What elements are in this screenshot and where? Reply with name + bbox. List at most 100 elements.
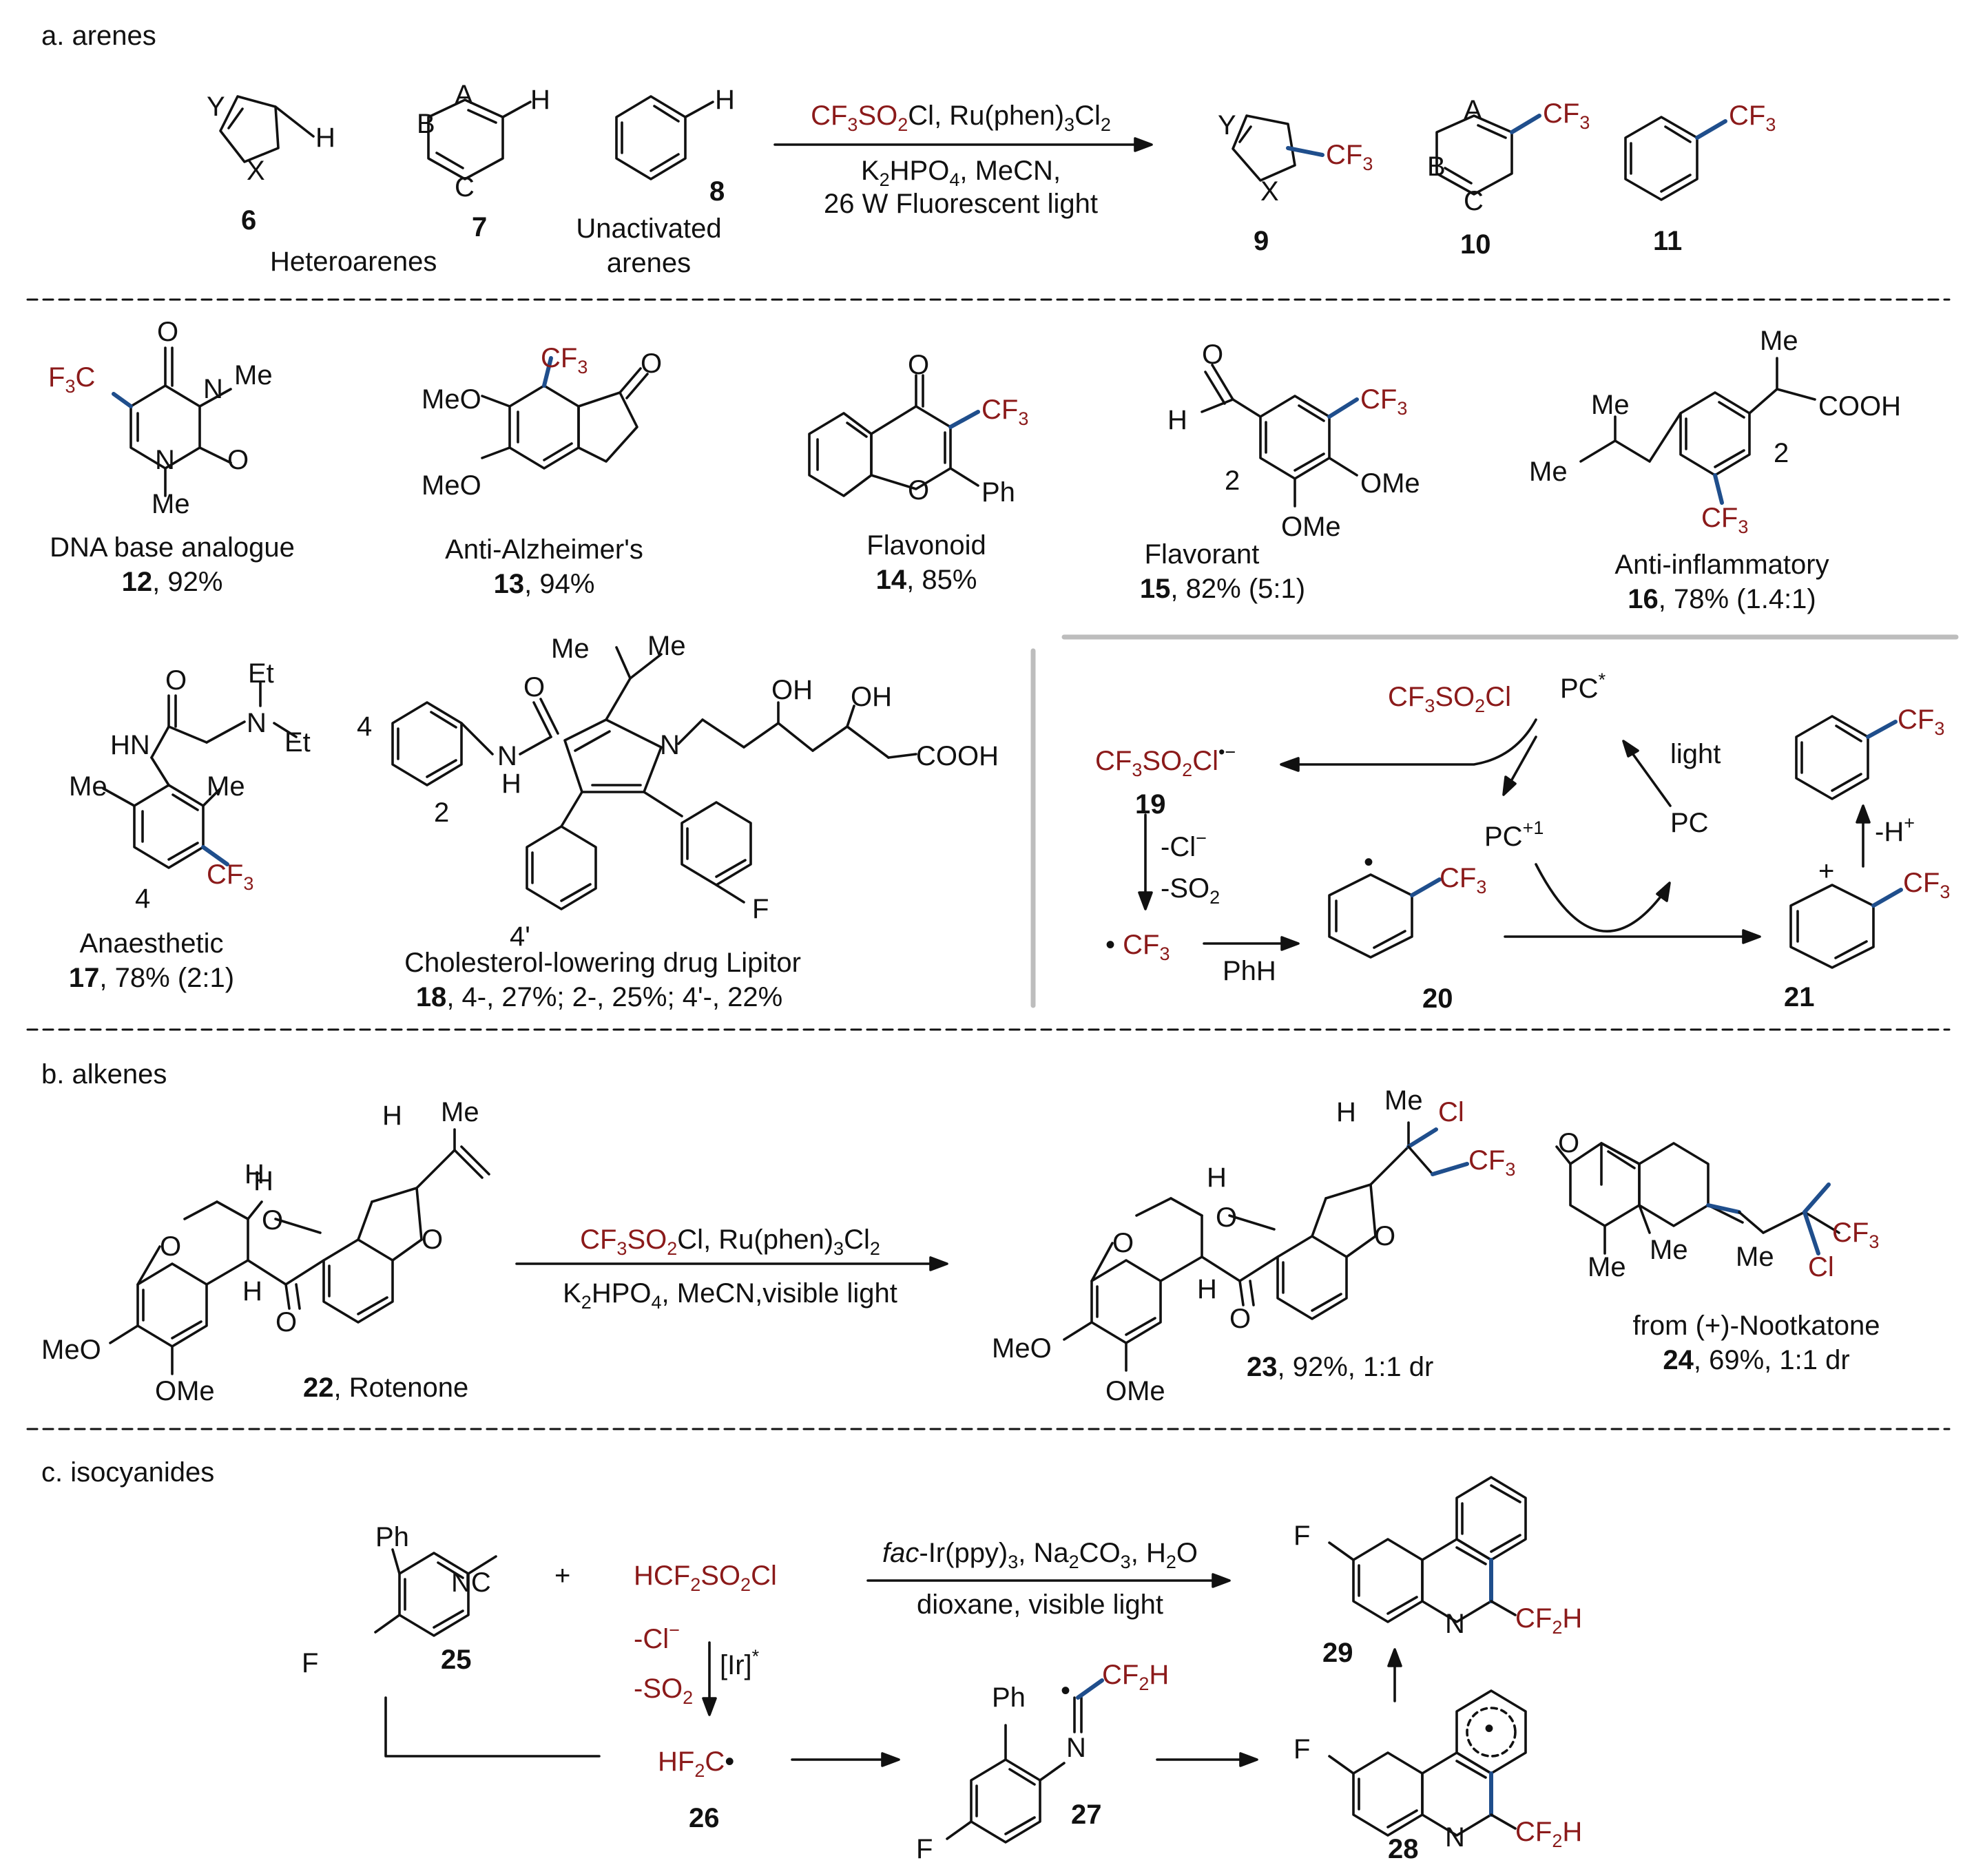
atom-label: H xyxy=(1167,405,1187,435)
position-label: 2 xyxy=(1774,438,1789,468)
atom-label: X xyxy=(1260,176,1279,207)
loss-cl: -Cl− xyxy=(1161,828,1207,862)
atom-label: O xyxy=(276,1307,298,1337)
atom-label: OMe xyxy=(155,1376,215,1406)
cf3-label: CF3 xyxy=(1360,384,1408,419)
atom-label: O xyxy=(1374,1221,1396,1251)
pc-oxidized: PC+1 xyxy=(1484,817,1544,852)
atom-label: Me xyxy=(647,631,686,661)
product-23-label: 23, 92%, 1:1 dr xyxy=(1247,1352,1434,1382)
compound-11 xyxy=(1624,116,1727,201)
rotenone-label: 22, Rotenone xyxy=(303,1373,469,1403)
atom-label: O xyxy=(157,317,179,347)
cf2h-label: CF2H xyxy=(1515,1603,1583,1638)
atom-label: O xyxy=(908,475,930,506)
compound-number: 9 xyxy=(1254,226,1269,256)
reagent-hcf2so2cl: HCF2SO2Cl xyxy=(634,1561,777,1595)
cf3-label: CF3 xyxy=(1729,101,1776,135)
atom-label: H xyxy=(530,85,550,115)
radical-dot: • xyxy=(1364,847,1374,877)
cf3-label: CF3 xyxy=(1543,98,1590,133)
cf3-label: CF3 xyxy=(1326,140,1373,174)
atom-label: B xyxy=(417,109,435,139)
label-unactivated: Unactivated xyxy=(576,213,722,244)
atom-label: H xyxy=(253,1166,273,1196)
cf2h-label: CF2H xyxy=(1102,1660,1170,1694)
loss-so2: -SO2 xyxy=(1161,873,1220,908)
compound-number: 29 xyxy=(1322,1638,1353,1668)
cf3-label: CF3 xyxy=(981,395,1029,429)
example-name: Anti-inflammatory xyxy=(1614,550,1829,580)
loss-h: -H+ xyxy=(1875,813,1915,847)
position-label: 2 xyxy=(434,798,450,828)
compound-number: 19 xyxy=(1135,789,1166,820)
compound-number: 25 xyxy=(441,1645,472,1675)
atom-label: Y xyxy=(1218,110,1236,140)
cf3-label: CF3 xyxy=(1701,503,1749,537)
atom-label: N xyxy=(1066,1733,1086,1763)
cf3-label: CF3 xyxy=(1440,863,1487,897)
atom-label: H xyxy=(1207,1163,1227,1193)
conditions-c-1: fac-Ir(ppy)3, Na2CO3, H2O xyxy=(882,1538,1198,1572)
section-dividers xyxy=(26,298,1951,1430)
atom-label: Me xyxy=(1760,326,1798,356)
atom-label: H xyxy=(315,123,335,153)
mechanism-arrows xyxy=(1138,718,1871,951)
plus-sign: + xyxy=(554,1561,571,1591)
compound-14 xyxy=(808,374,980,497)
ir-catalyst: [Ir]* xyxy=(720,1646,760,1680)
compound-number: 21 xyxy=(1784,982,1815,1012)
atom-label: NC xyxy=(451,1567,491,1598)
atom-label: N xyxy=(247,708,267,738)
section-b-header: b. alkenes xyxy=(41,1059,167,1090)
atom-label: C xyxy=(1464,186,1484,216)
compound-21-ring xyxy=(1789,884,1903,969)
compound-number: 27 xyxy=(1071,1800,1102,1830)
label-arenes: arenes xyxy=(606,248,692,278)
cation-plus: + xyxy=(1818,856,1835,886)
atom-label: F xyxy=(1294,1734,1311,1764)
example-name: Flavonoid xyxy=(866,530,986,561)
example-yield: 13, 94% xyxy=(493,569,595,599)
atom-label: C xyxy=(455,172,475,202)
compound-25-path xyxy=(384,1696,601,1758)
f3c-label: F3C xyxy=(48,362,96,397)
pc-excited: PC* xyxy=(1560,669,1606,704)
compound-8 xyxy=(615,95,714,180)
position-label: 4 xyxy=(357,711,373,742)
atom-label: O xyxy=(1202,340,1224,370)
atom-label: O xyxy=(523,672,546,702)
compound-number: 6 xyxy=(241,205,257,236)
atom-label: H xyxy=(242,1276,262,1306)
atom-label: Me xyxy=(551,634,590,664)
cf3-label: CF3 xyxy=(207,859,254,894)
label-light: light xyxy=(1670,739,1721,769)
cf2h-label: CF2H xyxy=(1515,1817,1583,1851)
arrows-c xyxy=(702,1573,1402,1767)
atom-label: MeO xyxy=(41,1335,101,1365)
atom-label: COOH xyxy=(916,741,999,771)
compound-15 xyxy=(1201,364,1359,508)
atom-label: O xyxy=(908,350,930,380)
reagent-a: CF3SO2Cl, Ru(phen)3Cl2 xyxy=(811,101,1111,135)
compound-24 xyxy=(1555,1142,1840,1255)
compound-9 xyxy=(1232,114,1324,182)
compound-23 xyxy=(1063,1121,1469,1372)
compound-number: 8 xyxy=(709,176,725,207)
cf3-label: CF3 xyxy=(1832,1218,1880,1252)
atom-label: COOH xyxy=(1818,391,1901,421)
atom-label: A xyxy=(1464,95,1482,125)
atom-label: O xyxy=(422,1224,444,1255)
atom-label: O xyxy=(1558,1128,1580,1158)
conditions-a-1: K2HPO4, MeCN, xyxy=(860,156,1061,190)
radical-anion-19: CF3SO2Cl•− xyxy=(1095,742,1236,780)
position-label: 4 xyxy=(135,884,151,914)
atom-label: MeO xyxy=(422,384,481,415)
compound-10 xyxy=(1435,114,1541,196)
section-c-header: c. isocyanides xyxy=(41,1457,215,1488)
atom-label: X xyxy=(247,156,265,186)
cf3-label: CF3 xyxy=(1898,705,1945,739)
reagent-cf3so2cl: CF3SO2Cl xyxy=(1388,682,1511,716)
